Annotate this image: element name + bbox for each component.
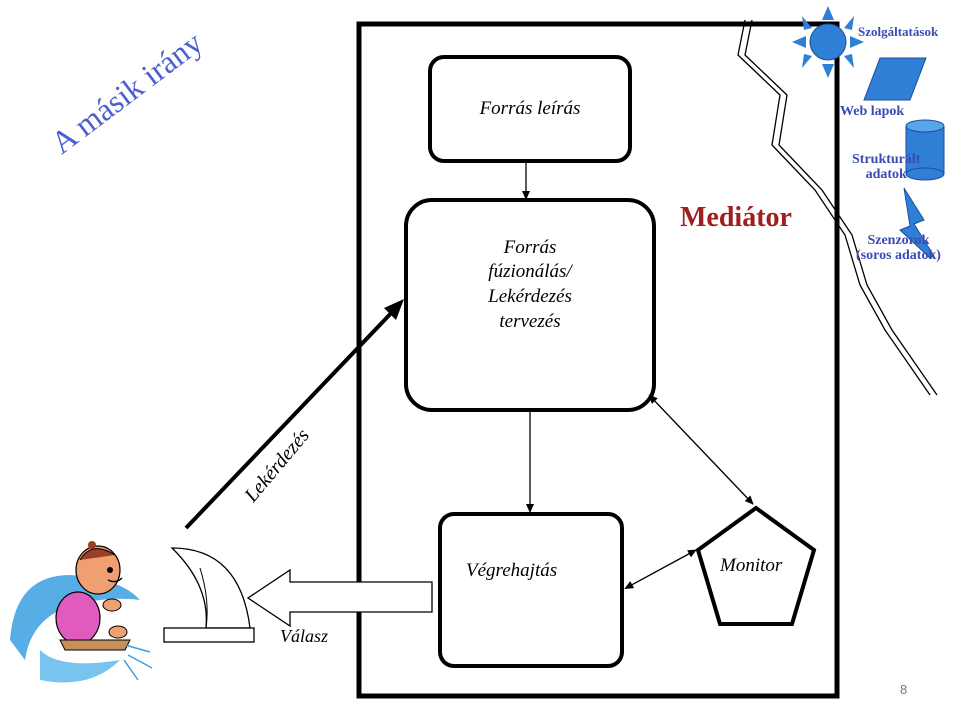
monitor-pentagon — [695, 505, 817, 626]
mediator-label: Mediátor — [680, 202, 792, 233]
execution-box — [438, 512, 624, 668]
structured-line-1: Strukturált — [852, 152, 921, 167]
fusion-box — [404, 198, 656, 412]
answer-label: Válasz — [280, 626, 329, 646]
database-icon — [905, 119, 945, 181]
sensors-line-2: (soros adatok) — [856, 248, 941, 264]
arrow-execution-monitor — [624, 549, 697, 589]
fusion-line-2: fúzionálás/ — [488, 261, 572, 283]
fusion-label: Forrás fúzionálás/ Lekérdezés tervezés — [406, 230, 654, 340]
execution-label: Végrehajtás — [466, 560, 558, 581]
web-pages-icon — [863, 57, 927, 101]
structured-label: Strukturált adatok — [852, 152, 920, 183]
answer-arrow — [246, 568, 433, 628]
monitor-label: Monitor — [720, 555, 783, 576]
fusion-line-4: tervezés — [499, 310, 561, 332]
query-arrow — [184, 306, 398, 530]
source-description-label: Forrás leírás — [479, 97, 581, 119]
network-boundary — [737, 19, 931, 396]
page-number: 8 — [900, 682, 908, 697]
mediator-frame — [356, 21, 840, 699]
lightning-sensor-icon — [899, 187, 935, 259]
sensors-line-1: Szenzorok — [867, 233, 930, 248]
fusion-line-1: Forrás — [503, 236, 557, 258]
receiver-shape — [170, 547, 251, 629]
source-description-box — [428, 55, 632, 163]
sun-services-icon — [792, 6, 864, 78]
network-boundary-inner — [744, 19, 938, 396]
user-clipart — [10, 541, 153, 683]
sensors-label: Szenzorok (soros adatok) — [856, 233, 941, 264]
structured-line-2: adatok — [865, 167, 907, 183]
arrow-fusion-monitor — [648, 394, 754, 505]
web-pages-label: Web lapok — [840, 104, 905, 119]
fusion-line-3: Lekérdezés — [488, 286, 572, 307]
query-arrowhead — [384, 299, 404, 320]
receiver-base — [163, 627, 255, 643]
services-label: Szolgáltatások — [858, 24, 939, 39]
